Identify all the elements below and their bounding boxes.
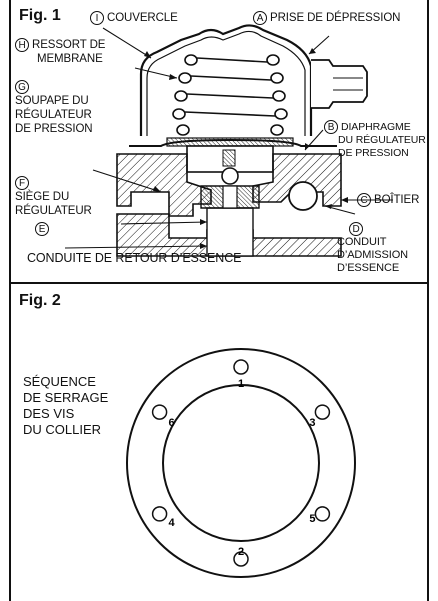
callout-e-icon: E	[35, 222, 49, 236]
sequence-label-line-1: SÉQUENCE	[23, 374, 96, 389]
flange-outer-ring	[126, 348, 356, 578]
housing	[116, 153, 342, 257]
label-seat-line-1: SIÈGE DU	[15, 191, 70, 204]
label-spring-line-1: RESSORT DE	[32, 39, 106, 52]
bolt-hole-4	[151, 506, 168, 522]
callout-i-icon: I	[90, 11, 104, 25]
cover-dome	[139, 24, 313, 136]
label-vacuum-port-text: PRISE DE DÉPRESSION	[270, 12, 401, 25]
diaphragm-spring	[172, 54, 288, 136]
bolt-hole-5	[314, 506, 331, 522]
label-fuel-inlet: D CONDUIT D’ADMISSION D’ESSENCE	[337, 222, 408, 275]
callout-f-icon: F	[15, 176, 29, 190]
label-diaphragm-line-3: DE PRESSION	[338, 147, 409, 159]
label-valve-line-3: DE PRESSION	[15, 123, 93, 136]
regulator-cross-section-drawing	[64, 24, 393, 257]
sequence-label-line-4: DU COLLIER	[23, 422, 102, 437]
bolt-hole-number-4: 4	[169, 517, 176, 529]
bolt-hole-number-2: 2	[238, 546, 244, 558]
label-seat-line-2: RÉGULATEUR	[15, 205, 92, 218]
callout-d-icon: D	[349, 222, 363, 236]
bolt-hole-3	[314, 404, 331, 420]
flange-inner-ring	[162, 384, 320, 542]
label-valve-line-2: RÉGULATEUR	[15, 109, 92, 122]
figure-1-title: Fig. 1	[19, 7, 61, 24]
sequence-label-line-2: DE SERRAGE	[23, 390, 109, 405]
callout-h-icon: H	[15, 38, 29, 52]
regulator-seat	[200, 185, 260, 209]
callout-a-icon: A	[253, 11, 267, 25]
callout-g-icon: G	[15, 80, 29, 94]
label-inlet-line-3: D’ESSENCE	[337, 262, 400, 274]
label-housing-text: BOÎTIER	[374, 194, 420, 207]
diaphragm	[129, 137, 337, 185]
label-return-line-callout: E	[35, 222, 52, 236]
label-diaphragm-line-1: DIAPHRAGME	[341, 120, 411, 133]
label-regulator-valve: G SOUPAPE DU RÉGULATEUR DE PRESSION	[15, 80, 93, 136]
bolt-hole-1	[233, 359, 249, 375]
label-diaphragm-line-2: DU RÉGULATEUR	[338, 134, 426, 146]
callout-b-icon: B	[324, 120, 338, 134]
bolt-hole-number-1: 1	[238, 378, 244, 390]
label-cover-text: COUVERCLE	[107, 12, 178, 25]
collar-flange-drawing: 1 2 3 4 5 6	[126, 348, 356, 578]
sequence-label-line-3: DES VIS	[23, 406, 75, 421]
label-spring-line-2: MEMBRANE	[37, 53, 103, 66]
label-valve-line-1: SOUPAPE DU	[15, 95, 89, 108]
label-inlet-line-2: D’ADMISSION	[337, 249, 409, 261]
callout-c-icon: C	[357, 193, 371, 207]
panel-divider	[9, 282, 429, 284]
bolt-hole-6	[151, 404, 168, 420]
figure-frame	[9, 0, 429, 601]
bolt-hole-number-6: 6	[169, 417, 175, 429]
label-inlet-line-1: CONDUIT	[337, 236, 387, 248]
bolt-hole-number-5: 5	[309, 513, 315, 525]
tightening-sequence-label: SÉQUENCE DE SERRAGE DES VIS DU COLLIER	[23, 374, 108, 438]
figure-2-title: Fig. 2	[19, 292, 61, 309]
bolt-hole-number-3: 3	[309, 417, 315, 429]
label-regulator-seat: F SIÈGE DU RÉGULATEUR	[15, 176, 92, 218]
vacuum-fitting	[311, 59, 368, 109]
figure-2-panel: Fig. 2 SÉQUENCE DE SERRAGE DES VIS DU CO…	[11, 284, 427, 601]
bolt-hole-2	[233, 551, 249, 567]
label-fuel-return-line: CONDUITE DE RETOUR D’ESSENCE	[27, 251, 242, 265]
